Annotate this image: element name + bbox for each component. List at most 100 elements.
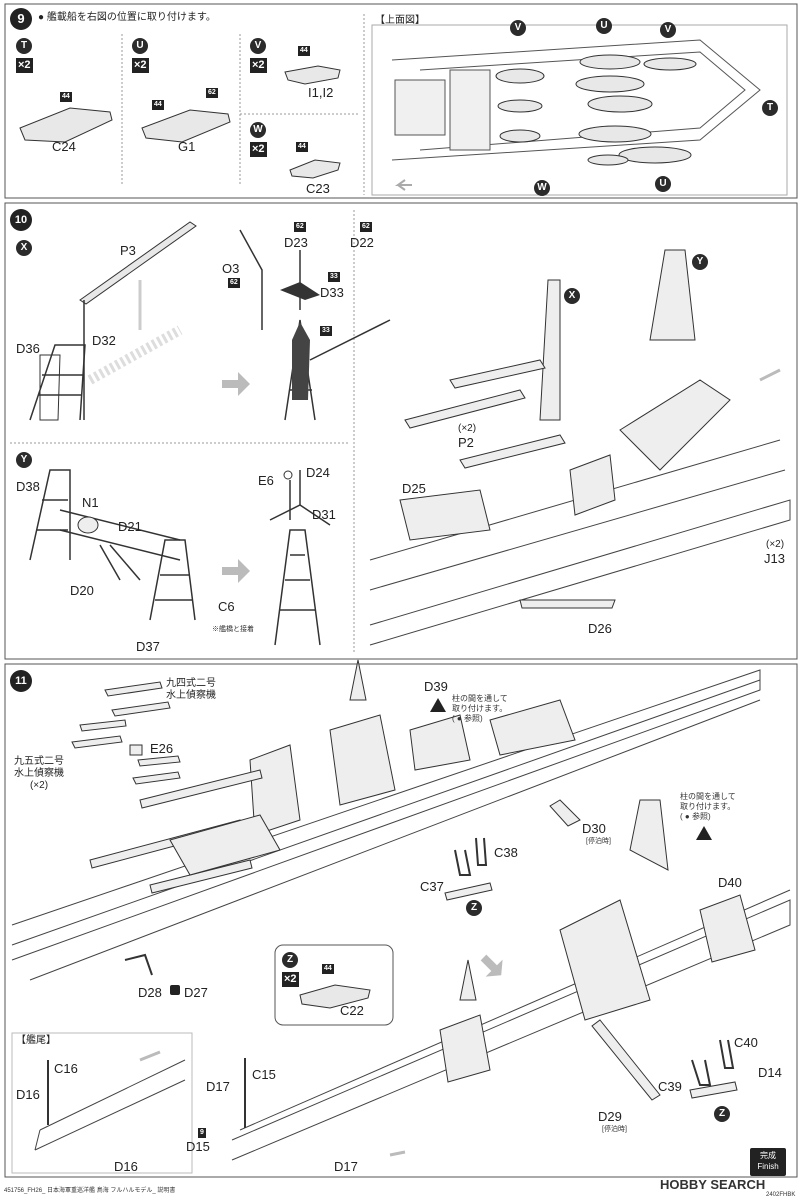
step-9-instruction: ● 艦載船を右図の位置に取り付けます。 [38, 12, 216, 23]
marker-v: V [250, 38, 266, 54]
label-d15: D15 [186, 1139, 210, 1154]
marker-u: U [132, 38, 148, 54]
label-c6: C6 [218, 599, 235, 614]
footer-text: 451756_FH26_ 日本海軍重巡洋艦 鳥海 フルハルモデル_ 説明書 [4, 1188, 176, 1194]
warning-icon-1 [430, 698, 446, 712]
label-d29: D29 [598, 1109, 622, 1124]
callout-z-1: Z [466, 900, 482, 916]
label-d40: D40 [718, 875, 742, 890]
part-num-u-1: 44 [152, 100, 164, 110]
label-d27: D27 [184, 985, 208, 1000]
num-d33: 33 [328, 272, 340, 282]
num-d15: 9 [198, 1128, 206, 1138]
label-p3: P3 [120, 243, 136, 258]
label-d16-b: D16 [114, 1159, 138, 1174]
callout-w: W [534, 180, 550, 196]
finish-jp: 完成 [760, 1151, 776, 1160]
part-num-u-2: 62 [206, 88, 218, 98]
top-view-label: 【上面図】 [375, 15, 425, 26]
label-d36: D36 [16, 341, 40, 356]
glue-icon [170, 985, 180, 995]
callout-u-2: U [655, 176, 671, 192]
label-c37: C37 [420, 879, 444, 894]
label-d32: D32 [92, 333, 116, 348]
label-d30: D30 [582, 821, 606, 836]
part-num-t: 44 [60, 92, 72, 102]
qty-v: ×2 [250, 58, 267, 73]
part-label-c23: C23 [306, 181, 330, 196]
plane-label-95: 九五式二号 水上偵察機 (×2) [14, 756, 64, 791]
part-num-z: 44 [322, 964, 334, 974]
callout-v-1: V [510, 20, 526, 36]
label-d16-a: D16 [16, 1087, 40, 1102]
part-num-w: 44 [296, 142, 308, 152]
num-33: 33 [320, 326, 332, 336]
plane-label-94: 九四式二号 水上偵察機 [166, 678, 216, 701]
sub-marker-x: X [16, 240, 32, 256]
part-label-i1-i2: I1,I2 [308, 85, 334, 100]
label-d31: D31 [312, 507, 336, 522]
label-c16: C16 [54, 1061, 78, 1076]
label-c40: C40 [734, 1035, 758, 1050]
callout-z-2: Z [714, 1106, 730, 1122]
label-c15: C15 [252, 1067, 276, 1082]
label-d26: D26 [588, 621, 612, 636]
label-j13-qty: (×2) [766, 539, 785, 550]
num-d23: 62 [294, 222, 306, 232]
watermark: HOBBY SEARCH [660, 1177, 766, 1192]
finish-en: Finish [757, 1162, 779, 1171]
note-through-pillars-2: 柱の間を通して 取り付けます。 ( ● 参照) [680, 792, 736, 821]
label-d30-sub: [停泊時] [586, 838, 611, 845]
label-d20: D20 [70, 583, 94, 598]
label-p2-qty: (×2) [458, 423, 477, 434]
label-d33: D33 [320, 285, 344, 300]
callout-u-1: U [596, 18, 612, 34]
label-d22: D22 [350, 235, 374, 250]
label-o3: O3 [222, 261, 240, 276]
label-d39: D39 [424, 679, 448, 694]
label-c39: C39 [658, 1079, 682, 1094]
callout-y: Y [692, 254, 708, 270]
label-p2: P2 [458, 435, 474, 450]
label-d29-sub: [停泊時] [602, 1126, 627, 1133]
callout-v-2: V [660, 22, 676, 38]
marker-t: T [16, 38, 32, 54]
step-9-instruction-text: 艦載船を右図の位置に取り付けます。 [46, 12, 216, 23]
callout-x: X [564, 288, 580, 304]
label-j13: J13 [764, 551, 785, 566]
label-n1: N1 [82, 495, 99, 510]
num-o3: 62 [228, 278, 240, 288]
qty-z: ×2 [282, 972, 299, 987]
label-e26: E26 [150, 741, 174, 756]
label-e6: E6 [258, 473, 274, 488]
warning-icon-2 [696, 826, 712, 840]
part-label-g1: G1 [178, 139, 196, 154]
part-label-c22: C22 [340, 1003, 364, 1018]
marker-z: Z [282, 952, 298, 968]
label-d14: D14 [758, 1065, 782, 1080]
qty-w: ×2 [250, 142, 267, 157]
label-d17-a: D17 [206, 1079, 230, 1094]
label-d37: D37 [136, 639, 160, 654]
label-d28: D28 [138, 985, 162, 1000]
label-d17-b: D17 [334, 1159, 358, 1174]
part-label-c24: C24 [52, 139, 76, 154]
callout-t: T [762, 100, 778, 116]
part-num-v: 44 [298, 46, 310, 56]
sub-marker-y: Y [16, 452, 32, 468]
finish-badge: 完成 Finish [750, 1148, 786, 1176]
step-9-number: 9 [10, 8, 32, 30]
step-10-number: 10 [10, 209, 32, 231]
label-d25: D25 [402, 481, 426, 496]
label-d23: D23 [284, 235, 308, 250]
qty-u: ×2 [132, 58, 149, 73]
label-d38: D38 [16, 479, 40, 494]
stern-label: 【艦尾】 [16, 1035, 56, 1046]
qty-t: ×2 [16, 58, 33, 73]
label-d24: D24 [306, 465, 330, 480]
num-d22: 62 [360, 222, 372, 232]
footer-code: 2402FHBK [766, 1192, 796, 1198]
note-through-pillars-1: 柱の間を通して 取り付けます。 ( ● 参照) [452, 694, 508, 723]
note-bridge: ※艦橋と接着 [212, 626, 254, 633]
